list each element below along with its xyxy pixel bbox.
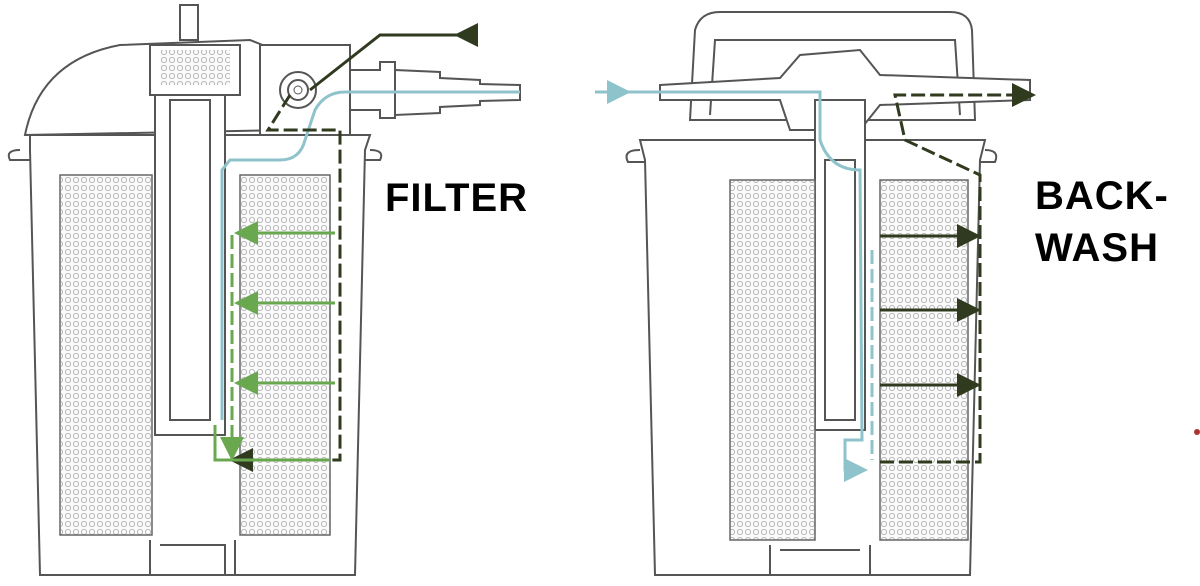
foam-block [59, 174, 153, 536]
edge-mark [1194, 429, 1200, 435]
foam-block [729, 179, 816, 541]
filter-label: FILTER [385, 176, 529, 220]
backwash-label-line2: WASH [1035, 226, 1159, 270]
backwash-mode-unit [600, 11, 1036, 576]
foam-block [239, 174, 331, 536]
filter-mode-unit [7, 4, 521, 576]
backwash-label-line1: BACK- [1035, 174, 1169, 218]
foam-block [879, 179, 969, 541]
